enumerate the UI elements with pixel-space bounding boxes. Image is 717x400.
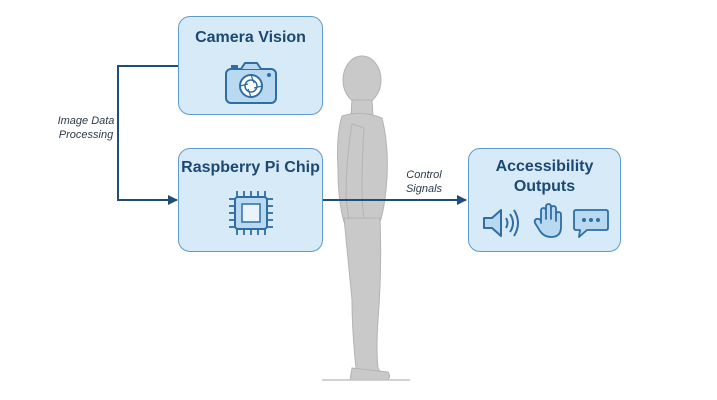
edge-label-image-data-line2: Processing — [58, 129, 114, 141]
edge-label-control-signals-line1: Control — [406, 169, 442, 181]
accessibility-outputs-title: Accessibility Outputs — [469, 157, 620, 197]
edge-label-image-data-line1: Image Data — [57, 115, 115, 127]
edge-label-control-signals: Control Signals — [394, 168, 454, 196]
arrow-camera-to-pi — [117, 65, 178, 205]
edge-label-control-signals-line2: Signals — [405, 183, 443, 195]
camera-vision-node: Camera Vision — [178, 16, 323, 115]
chip-icon — [229, 191, 273, 235]
camera-icon — [225, 62, 277, 104]
chat-bubble-icon — [573, 209, 609, 238]
hand-icon — [533, 203, 562, 238]
raspberry-pi-title: Raspberry Pi Chip — [181, 159, 320, 176]
edge-label-image-data: Image Data Processing — [46, 114, 126, 142]
speaker-icon — [483, 209, 519, 237]
camera-vision-title: Camera Vision — [195, 29, 306, 46]
raspberry-pi-node: Raspberry Pi Chip — [178, 148, 323, 252]
accessibility-outputs-title-line1: Accessibility — [495, 158, 594, 175]
accessibility-outputs-title-line2: Outputs — [513, 178, 576, 195]
accessibility-outputs-node: Accessibility Outputs — [468, 148, 621, 252]
